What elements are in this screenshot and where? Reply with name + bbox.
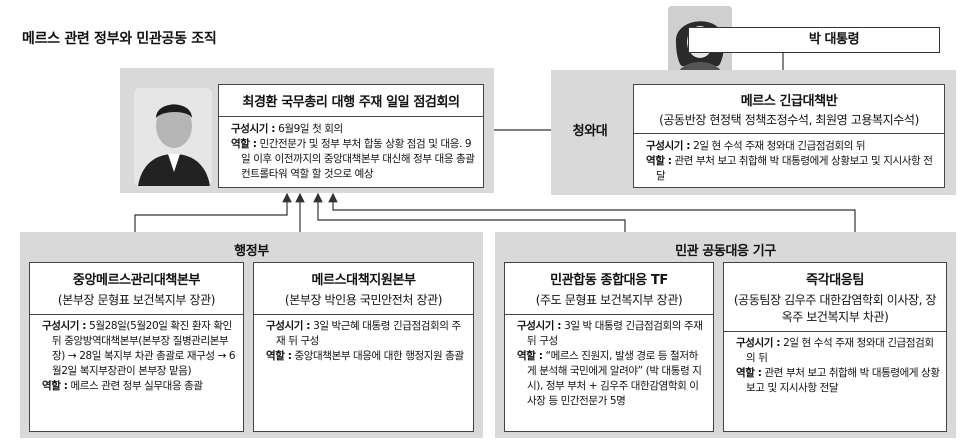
emergency-taskforce-box: 메르스 긴급대책반 (공동반장 현정택 정책조정수석, 최원영 고용복지수석) … xyxy=(633,84,945,188)
role-label: 역할 : xyxy=(646,155,672,167)
central-hq-box: 중앙메르스관리대책본부 (본부장 문형표 보건복지부 장관) 구성시기 : 5월… xyxy=(29,262,244,432)
role-label: 역할 : xyxy=(266,350,292,362)
tf-box: 민관합동 종합대응 TF (주도 문형표 보건복지부 장관) 구성시기 : 3일… xyxy=(504,262,714,432)
central-hq-title: 중앙메르스관리대책본부 xyxy=(72,273,201,288)
pm-portrait-icon xyxy=(134,88,212,186)
role-label: 역할 : xyxy=(517,350,543,362)
tf-leader: (주도 문형표 보건복지부 장관) xyxy=(535,293,683,307)
rapid-team-leaders: (공동팀장 김우주 대한감염학회 이사장, 장옥주 보건복지부 차관) xyxy=(733,293,937,324)
formed-value: 2일 현 수석 주재 청와대 긴급점검회의 뒤 xyxy=(693,140,866,152)
executive-panel: 행정부 중앙메르스관리대책본부 (본부장 문형표 보건복지부 장관) 구성시기 … xyxy=(20,232,483,438)
role-value: “메르스 진원지, 발생 경로 등 철저하게 분석해 국민에게 알려야” (박 … xyxy=(527,350,702,407)
pm-photo xyxy=(134,88,212,186)
joint-panel: 민관 공동대응 기구 민관합동 종합대응 TF (주도 문형표 보건복지부 장관… xyxy=(495,232,956,438)
cheongwadae-panel: 청와대 메르스 긴급대책반 (공동반장 현정택 정책조정수석, 최원영 고용복지… xyxy=(551,70,956,195)
formed-value: 3일 박 대통령 긴급점검회의 주재 뒤 구성 xyxy=(527,320,703,347)
central-hq-details: 구성시기 : 5월28일(5월20일 확진 환자 확인 뒤 중앙방역대책본부(본… xyxy=(30,315,243,394)
role-label: 역할 : xyxy=(736,367,762,379)
diagram-title: 메르스 관련 정부와 민관공동 조직 xyxy=(22,31,217,47)
emergency-taskforce-leaders: (공동반장 현정택 정책조정수석, 최원영 고용복지수석) xyxy=(659,113,919,127)
role-value: 민간전문가 및 정부 부처 합동 상황 점검 및 대응. 9일 이후 이전까지의… xyxy=(241,138,475,180)
central-hq-leader: (본부장 문형표 보건복지부 장관) xyxy=(57,293,216,307)
support-hq-box: 메르스대책지원본부 (본부장 박인용 국민안전처 장관) 구성시기 : 3일 박… xyxy=(253,262,474,432)
joint-label: 민관 공동대응 기구 xyxy=(675,244,776,259)
support-hq-leader: (본부장 박인용 국민안전처 장관) xyxy=(284,293,443,307)
formed-label: 구성시기 : xyxy=(42,320,87,332)
rapid-team-details: 구성시기 : 2일 현 수석 주재 청와대 긴급점검회의 뒤 역할 : 관련 부… xyxy=(724,332,946,396)
pm-meeting-title: 최경환 국무총리 대행 주재 일일 점검회의 xyxy=(242,95,460,110)
role-value: 메르스 관련 정부 실무대응 총괄 xyxy=(70,380,204,392)
executive-label: 행정부 xyxy=(234,244,269,259)
role-label: 역할 : xyxy=(42,380,68,392)
role-value: 관련 부처 보고 취합해 박 대통령에게 상황보고 및 지시사항 전달 xyxy=(746,367,940,394)
emergency-taskforce-details: 구성시기 : 2일 현 수석 주재 청와대 긴급점검회의 뒤 역할 : 관련 부… xyxy=(634,134,944,184)
role-value: 중앙대책본부 대응에 대한 행정지원 총괄 xyxy=(294,350,465,362)
formed-value: 5월28일(5월20일 확진 환자 확인 뒤 중앙방역대책본부(본부장 질병관리… xyxy=(52,320,236,377)
formed-value: 6월9일 첫 회의 xyxy=(278,123,343,135)
formed-label: 구성시기 : xyxy=(266,320,311,332)
president-label: 박 대통령 xyxy=(808,32,860,47)
tf-title: 민관합동 종합대응 TF xyxy=(550,273,668,288)
emergency-taskforce-title: 메르스 긴급대책반 xyxy=(740,94,838,109)
cheongwadae-label: 청와대 xyxy=(572,124,608,139)
role-label: 역할 : xyxy=(231,138,257,150)
formed-label: 구성시기 : xyxy=(646,140,691,152)
formed-value: 2일 현 수석 주재 청와대 긴급점검회의 뒤 xyxy=(746,337,934,364)
formed-label: 구성시기 : xyxy=(517,320,562,332)
pm-meeting-panel: 최경환 국무총리 대행 주재 일일 점검회의 구성시기 : 6월9일 첫 회의 … xyxy=(120,68,494,193)
tf-details: 구성시기 : 3일 박 대통령 긴급점검회의 주재 뒤 구성 역할 : “메르스… xyxy=(505,315,713,409)
pm-meeting-box: 최경환 국무총리 대행 주재 일일 점검회의 구성시기 : 6월9일 첫 회의 … xyxy=(218,84,484,188)
formed-label: 구성시기 : xyxy=(231,123,276,135)
president-box: 박 대통령 xyxy=(688,27,940,53)
support-hq-title: 메르스대책지원본부 xyxy=(311,273,416,288)
rapid-team-title: 즉각대응팀 xyxy=(806,273,864,288)
role-value: 관련 부처 보고 취합해 박 대통령에게 상황보고 및 지시사항 전달 xyxy=(656,155,933,182)
support-hq-details: 구성시기 : 3일 박근혜 대통령 긴급점검회의 주재 뒤 구성 역할 : 중앙… xyxy=(254,315,473,364)
rapid-team-box: 즉각대응팀 (공동팀장 김우주 대한감염학회 이사장, 장옥주 보건복지부 차관… xyxy=(723,262,947,432)
formed-value: 3일 박근혜 대통령 긴급점검회의 주재 뒤 구성 xyxy=(276,320,461,347)
pm-meeting-details: 구성시기 : 6월9일 첫 회의 역할 : 민간전문가 및 정부 부처 합동 상… xyxy=(219,117,483,182)
formed-label: 구성시기 : xyxy=(736,337,781,349)
